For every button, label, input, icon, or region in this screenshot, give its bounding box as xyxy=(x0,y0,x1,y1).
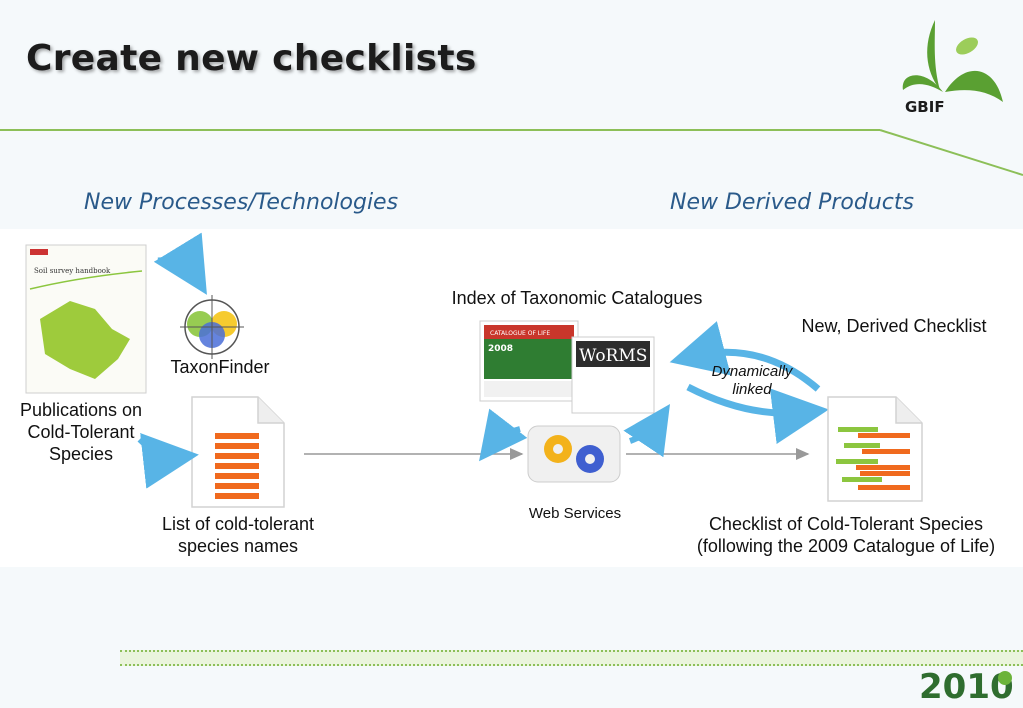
species-list-label: List of cold-tolerant species names xyxy=(161,514,315,556)
header-divider xyxy=(0,129,1023,176)
gbif-logo-text: GBIF xyxy=(905,98,945,116)
web-services-icon xyxy=(527,425,621,483)
slide-title: Create new checklists xyxy=(26,38,477,79)
col-year: 2008 xyxy=(488,344,513,354)
index-catalogues-label: Index of Taxonomic Catalogues xyxy=(451,288,703,308)
checklist-description-label: Checklist of Cold-Tolerant Species (foll… xyxy=(696,514,996,556)
dynamically-linked-label: Dynamically linked xyxy=(711,363,793,398)
footer-bar xyxy=(120,650,1023,666)
derived-checklist-document xyxy=(827,396,923,502)
subtitle-processes: New Processes/Technologies xyxy=(84,190,399,215)
arrow-services-to-index xyxy=(479,408,528,462)
worms-cover: WoRMS xyxy=(571,336,655,414)
derived-checklist-label: New, Derived Checklist xyxy=(801,316,987,336)
subtitle-products: New Derived Products xyxy=(670,190,914,215)
iyb-year-text: 2010 xyxy=(919,667,1014,706)
taxonfinder-icon xyxy=(180,295,244,359)
arrow-dynamic-link-back xyxy=(669,321,821,392)
worms-title: WoRMS xyxy=(579,346,647,366)
arrow-dynamic-link-forward xyxy=(686,383,829,444)
workflow-diagram: Soil survey handbook xyxy=(0,229,1023,567)
publications-label: Publications on Cold-Tolerant Species xyxy=(19,400,143,464)
arrow-to-taxonfinder xyxy=(153,232,207,295)
web-services-label: Web Services xyxy=(528,505,622,522)
arrow-index-to-services xyxy=(623,404,670,458)
handbook-title: Soil survey handbook xyxy=(34,267,111,275)
catalogue-of-life-cover: CATALOGUE OF LIFE 2008 xyxy=(479,320,579,402)
arrow-to-list xyxy=(137,433,199,489)
iyb-2010-logo: 2010 xyxy=(919,667,1014,706)
col-title: CATALOGUE OF LIFE xyxy=(490,330,550,337)
taxonfinder-label: TaxonFinder xyxy=(170,357,270,377)
species-list-document xyxy=(191,396,285,508)
handbook-document: Soil survey handbook xyxy=(25,244,147,394)
gbif-logo: GBIF xyxy=(902,20,1003,116)
